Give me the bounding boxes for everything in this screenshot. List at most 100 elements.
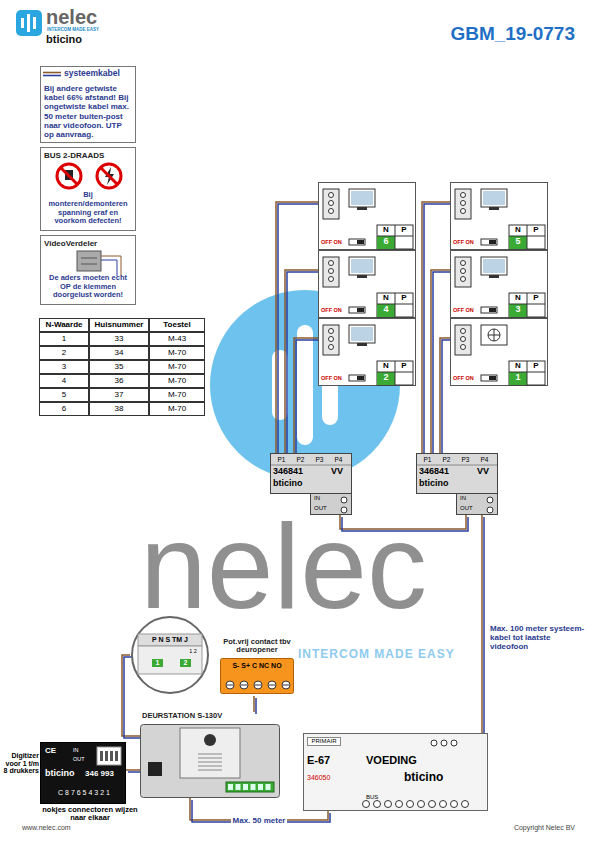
system-cable — [294, 338, 320, 455]
note-text: VideoVerdeler — [44, 239, 132, 248]
terminal-screw — [461, 277, 466, 282]
header-cell: P — [527, 362, 545, 371]
cable-wire — [287, 272, 320, 455]
np-number-cell — [377, 236, 395, 249]
system-cable — [285, 270, 320, 455]
n-value: 2 — [377, 373, 395, 383]
terminal-screw — [266, 784, 271, 790]
switch-label: OFF ON — [321, 307, 348, 313]
terminal-screw — [451, 801, 458, 808]
speaker-grille — [198, 766, 222, 767]
logo-bar — [27, 14, 30, 32]
switch-icon — [481, 307, 497, 313]
node-art — [140, 712, 280, 798]
table-cell: N-Waarde — [39, 318, 89, 332]
dial-icon — [488, 329, 500, 341]
part-number: 346841 — [419, 467, 471, 477]
port-label: P3 — [310, 456, 329, 463]
np-grid-lines — [377, 225, 413, 249]
videophone-unit: OFF ONNP5 — [450, 182, 548, 250]
mains-terminal — [451, 740, 457, 746]
header-cell: N — [509, 294, 527, 303]
terminal-screw — [487, 497, 493, 503]
digitizer-module: CEINOUTbticino346 993C 8 7 6 5 4 3 2 1 — [40, 742, 126, 804]
header-cell: P — [527, 226, 545, 235]
icon-lines — [81, 258, 97, 264]
type-label: VV — [326, 467, 348, 477]
screw-slot — [241, 685, 247, 686]
table-cell: M-70 — [149, 360, 205, 374]
port-label: P4 — [329, 456, 348, 463]
switch-knob — [357, 308, 364, 312]
header-cell: N — [377, 226, 395, 235]
port-label: P3 — [456, 456, 475, 463]
np-number-cell — [509, 304, 527, 317]
terminal-screw — [341, 497, 347, 503]
cable-wire — [128, 771, 142, 773]
port-label: IN — [314, 495, 334, 502]
legend-row: systeemkabel — [43, 69, 120, 78]
system-cable — [254, 696, 256, 714]
terminal-screw — [461, 269, 466, 274]
np-number-cell — [509, 236, 527, 249]
terminal-block — [455, 325, 471, 355]
watermark: nelec — [140, 506, 427, 626]
monitor-screen — [351, 327, 373, 341]
videophone-unit: OFF ONNP4 — [318, 250, 416, 318]
cable-length-label: Max. 100 meter systeem-kabel tot laatste… — [488, 624, 588, 652]
system-cable — [482, 515, 484, 735]
divider — [271, 465, 351, 466]
watermark: INTERCOM MADE EASY — [298, 648, 455, 661]
ribbon-connector — [97, 747, 121, 765]
connector-pin — [110, 751, 113, 761]
terminal-screw — [385, 801, 392, 808]
page-title: GBM_19-0773 — [450, 24, 575, 45]
distributor-body — [417, 454, 498, 494]
terminal-screw — [407, 801, 414, 808]
terminal-screw — [243, 784, 248, 790]
distributor-body — [271, 454, 352, 494]
table-cell: M-70 — [149, 402, 205, 416]
switch-knob — [489, 308, 496, 312]
terminal-screw — [254, 681, 262, 689]
switch-icon — [481, 239, 497, 245]
door-station-body — [141, 725, 280, 798]
cable-sample — [43, 74, 61, 76]
np-number-cell — [377, 304, 395, 317]
table-cell: M-70 — [149, 388, 205, 402]
table-cell: 1 — [39, 332, 89, 346]
cable-wire — [278, 204, 320, 455]
note-box: VideoVerdelerDe aders moeten echt OP de … — [40, 235, 136, 305]
port-label: OUT — [460, 505, 482, 512]
terminal-screw — [396, 801, 403, 808]
jumper-number: 1 — [152, 659, 163, 667]
table-cell: 36 — [89, 374, 149, 388]
table-cell: 37 — [89, 388, 149, 402]
terminal-screw — [461, 209, 466, 214]
port-label: IN — [73, 747, 91, 753]
terminal-screw — [226, 681, 234, 689]
distributor-icon — [77, 251, 101, 271]
logo-icon — [16, 10, 42, 36]
brand-label: bticino — [273, 479, 325, 489]
legend-swatch — [43, 70, 61, 78]
terminal-screw — [251, 784, 256, 790]
digitizer-socket — [148, 762, 162, 776]
speaker-grille — [198, 762, 222, 763]
part-number: 346 993 — [85, 770, 125, 779]
speaker-grille — [198, 758, 222, 759]
mains-label: PRIMAIR — [307, 737, 341, 746]
distributor-inout — [457, 494, 498, 515]
table-cell: M-70 — [149, 346, 205, 360]
connector-header — [138, 634, 202, 646]
terminal-screw — [228, 784, 233, 790]
prohibition-sign — [97, 164, 121, 188]
np-grid — [377, 293, 413, 317]
table-cell: Toestel — [149, 318, 205, 332]
model-label: E-67 — [307, 754, 357, 766]
n-value: 1 — [509, 373, 527, 383]
speaker-grille — [198, 770, 222, 771]
np-grid-lines — [509, 225, 545, 249]
handset-icon — [481, 325, 507, 345]
ce-mark: CE — [45, 747, 65, 756]
